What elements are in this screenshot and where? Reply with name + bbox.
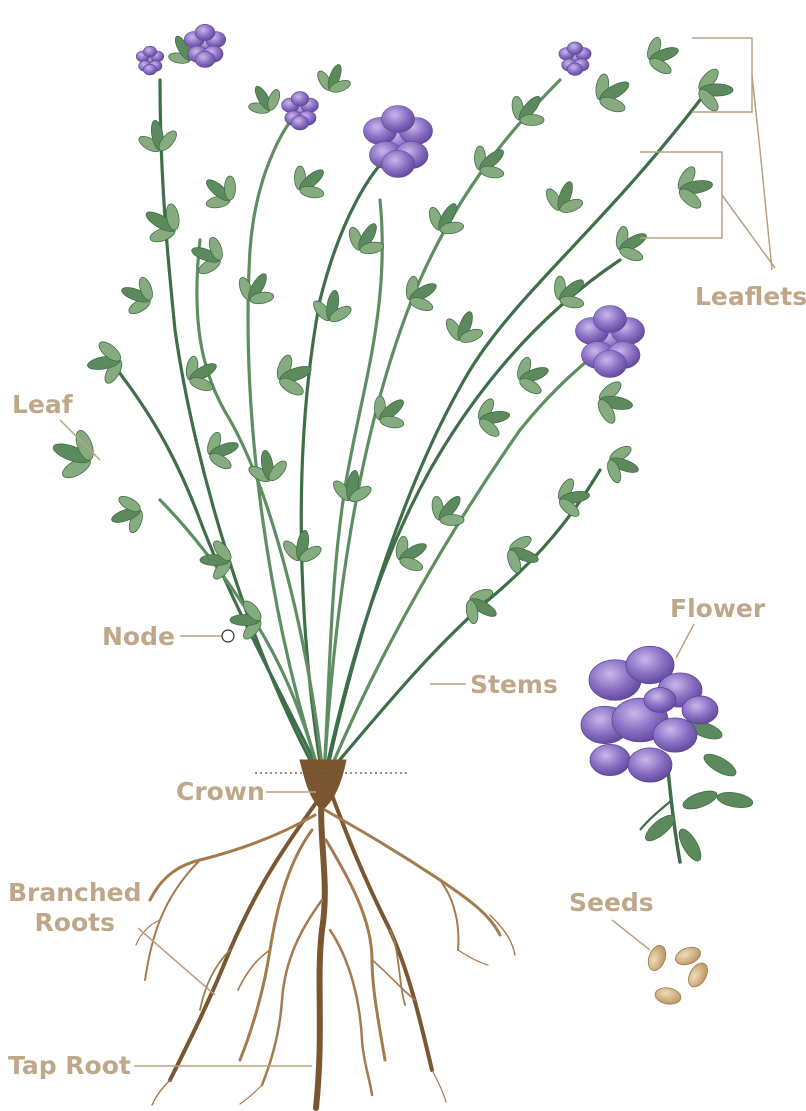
leaflet (479, 165, 505, 180)
label-node: Node (102, 623, 175, 651)
flower-petal (291, 116, 309, 130)
flower-petal (382, 106, 415, 133)
stem (160, 80, 318, 775)
flower-petal (143, 64, 156, 75)
crown-shape (300, 760, 346, 810)
flower-petal (382, 151, 415, 178)
leader-leaflets (722, 195, 775, 268)
flower-petal (594, 351, 627, 378)
leader-seeds (612, 920, 650, 950)
root-strand (170, 800, 318, 1080)
crown-group (255, 760, 410, 810)
detail-flower-petal (628, 748, 672, 782)
label-leaflets: Leaflets (695, 283, 806, 311)
flower-petal (567, 63, 582, 76)
root-strand (432, 1070, 446, 1102)
leaflet (559, 295, 585, 310)
detail-flower-petal (590, 744, 630, 775)
leaflet (225, 176, 236, 200)
root-strand (145, 860, 200, 980)
stem (328, 345, 605, 775)
detail-leaf (716, 790, 754, 810)
flower-petal (195, 24, 215, 40)
leader-branched-roots (138, 928, 215, 995)
detail-leaf (681, 787, 720, 812)
label-tap-root: Tap Root (8, 1052, 131, 1080)
leaflet (299, 185, 325, 200)
label-crown: Crown (176, 778, 265, 806)
flower-head (576, 306, 645, 378)
flower-petal (291, 92, 309, 106)
leaflet (520, 115, 544, 126)
root-strand (330, 930, 372, 1095)
leader-flower (676, 624, 694, 658)
leaflet (379, 415, 405, 430)
seed (645, 943, 669, 973)
root-strand (240, 1085, 262, 1104)
label-stems: Stems (470, 671, 558, 699)
detail-flower-petal (644, 688, 676, 713)
root-strand (458, 950, 488, 965)
flower-petal (143, 46, 156, 57)
flower-petal (594, 306, 627, 333)
label-branched-roots: Branched Roots (8, 878, 142, 938)
root-strand (150, 815, 315, 900)
detail-flower-petal (682, 696, 718, 724)
flower-petal (195, 51, 215, 67)
label-flower: Flower (670, 595, 765, 623)
label-leaf: Leaf (12, 391, 73, 419)
detail-leaf (701, 750, 739, 780)
detail-leaf (642, 811, 679, 845)
seeds-group (645, 943, 711, 1006)
root-strand (325, 810, 500, 935)
flower-bud (559, 42, 591, 76)
flower-bud (136, 46, 164, 75)
root-strand (316, 790, 325, 1108)
root-strand (262, 900, 322, 1085)
label-seeds: Seeds (569, 889, 654, 917)
flower-petal (567, 42, 582, 55)
seed (654, 986, 682, 1006)
root-strand (326, 840, 385, 1060)
root-strand (490, 915, 515, 955)
root-strand (152, 1080, 170, 1105)
detail-flower-petal (653, 718, 697, 752)
leaflet (440, 515, 464, 526)
flower-detail (581, 646, 754, 864)
flower-head (364, 106, 433, 178)
root-system (136, 790, 515, 1108)
node-marker (222, 630, 234, 642)
flower-bud (184, 24, 225, 67)
